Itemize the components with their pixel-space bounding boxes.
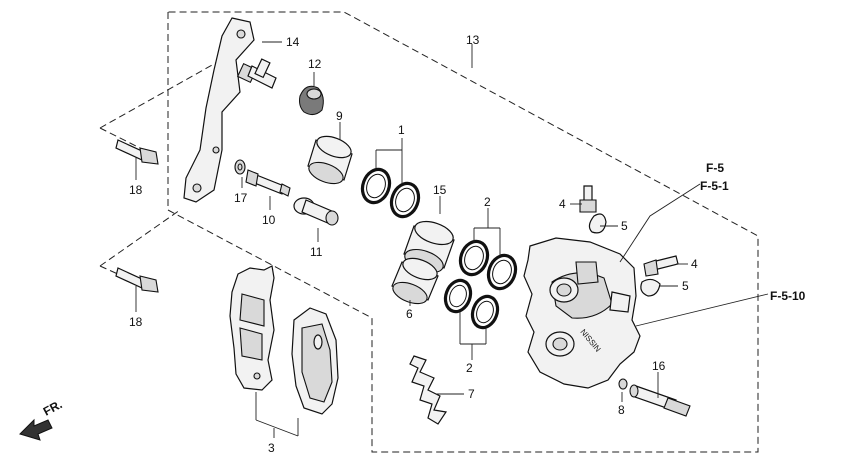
callout-12: 12 — [308, 57, 322, 71]
front-direction-label: FR. — [41, 397, 65, 418]
bracket-pin — [236, 58, 277, 89]
ref-f5-10[interactable]: F-5-10 — [770, 289, 806, 303]
callout-3: 3 — [268, 441, 275, 455]
caliper-body: NISSIN — [523, 237, 641, 389]
callout-8: 8 — [618, 403, 625, 417]
piston-small — [391, 257, 439, 305]
ref-f5[interactable]: F-5 — [706, 161, 724, 175]
bleeder-cap-right — [640, 278, 661, 297]
callout-4-upper: 4 — [559, 197, 566, 211]
brake-pad-inner — [291, 307, 339, 415]
bleeder-screw-upper — [579, 185, 597, 213]
sleeve — [307, 135, 353, 185]
callout-6: 6 — [406, 307, 413, 321]
piston-seal-set-lower — [443, 278, 500, 330]
piston-seal-set-upper — [360, 167, 421, 219]
callout-2-upper: 2 — [484, 195, 491, 209]
callout-1: 1 — [398, 123, 405, 137]
callout-11: 11 — [310, 245, 323, 259]
front-direction-arrow — [19, 418, 53, 441]
piston-seal-set-middle — [458, 239, 518, 291]
caliper-bracket — [183, 17, 255, 203]
bolt-upper — [115, 139, 159, 165]
bleeder-cap — [234, 159, 246, 175]
boot — [299, 85, 324, 116]
pad-pin — [629, 384, 691, 417]
callout-9: 9 — [336, 109, 343, 123]
callout-18-upper: 18 — [129, 183, 143, 197]
callout-18-lower: 18 — [129, 315, 143, 329]
callout-4-right: 4 — [691, 257, 698, 271]
callout-7: 7 — [468, 387, 475, 401]
callout-5-upper: 5 — [621, 219, 628, 233]
pad-spring — [409, 355, 448, 425]
callout-15: 15 — [433, 183, 447, 197]
circlip — [618, 378, 628, 390]
callout-17: 17 — [234, 191, 248, 205]
callout-10: 10 — [262, 213, 276, 227]
brake-pad-outer — [229, 265, 275, 391]
bleeder-screw-right — [643, 255, 679, 277]
callout-14: 14 — [286, 35, 300, 49]
callout-5-right: 5 — [682, 279, 689, 293]
callout-13: 13 — [466, 33, 480, 47]
bleeder-valve — [245, 169, 291, 197]
callout-2-lower: 2 — [466, 361, 473, 375]
ref-f5-1[interactable]: F-5-1 — [700, 179, 729, 193]
leader-lines — [135, 41, 769, 438]
bolt-lower — [115, 267, 159, 293]
pin-bolt — [293, 197, 339, 226]
bleeder-cap-upper — [588, 213, 607, 234]
callout-16: 16 — [652, 359, 666, 373]
